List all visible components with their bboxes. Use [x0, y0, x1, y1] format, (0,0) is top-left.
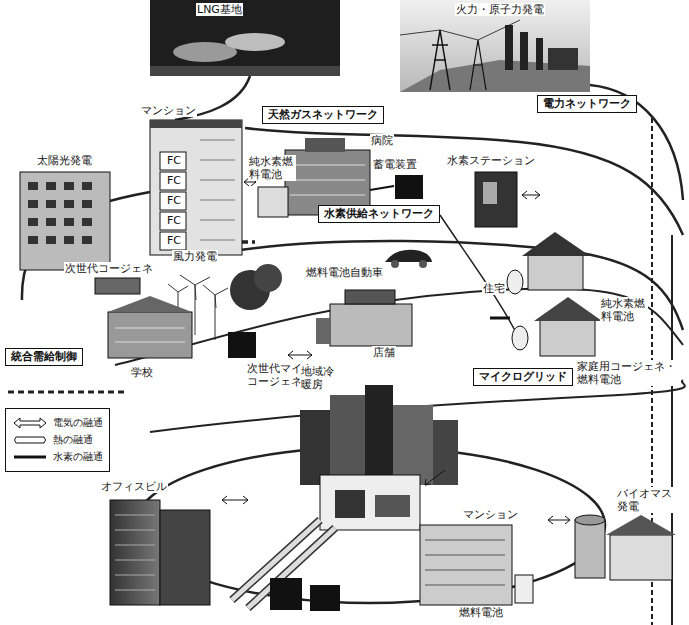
equipment-label: 燃料電池: [458, 606, 504, 619]
box-text: 水素供給ネットワーク: [324, 207, 434, 221]
vehicle-label: 燃料電池自動車: [305, 266, 384, 279]
legend-text: 熱の融通: [53, 433, 93, 447]
site-label: LNG基地: [196, 3, 243, 16]
legend-sample: [12, 417, 48, 429]
facility-label: 地域冷暖房: [300, 365, 337, 391]
unit-label: FC: [166, 194, 182, 207]
building-label: 太陽光発電: [36, 154, 93, 167]
legend-row: 電気の融通: [12, 416, 103, 430]
network-box: マイクログリッド: [473, 368, 573, 386]
network-box: 電力ネットワーク: [537, 95, 637, 113]
fuel-cell-car: [385, 250, 432, 268]
bottom-mansion: [420, 525, 533, 605]
building-label: 住宅: [482, 282, 506, 295]
unit-label: FC: [166, 214, 182, 227]
fc-mansion: [150, 120, 242, 255]
biomass-plant: [548, 515, 676, 580]
building-label: 店舗: [372, 346, 396, 359]
equipment-label: 次世代コージェネ: [64, 262, 154, 275]
houses: [490, 232, 602, 356]
legend-row: 水素の融通: [12, 450, 103, 464]
building-label: 学校: [130, 366, 154, 379]
hydrogen-station: [475, 172, 540, 227]
box-text: マイクログリッド: [479, 370, 567, 384]
facility-label: 水素ステーション: [446, 154, 536, 167]
unit-label: FC: [166, 154, 182, 167]
legend: 電気の融通熱の融通水素の融通: [5, 408, 110, 472]
unit-label: FC: [166, 234, 182, 247]
box-text: 天然ガスネットワーク: [268, 108, 378, 122]
site-label: 火力・原子力発電: [455, 3, 545, 16]
network-lines: [8, 76, 685, 625]
unit-label: FC: [166, 174, 182, 187]
shop: [288, 290, 412, 359]
network-box: 統合需給制御: [5, 348, 83, 366]
legend-sample: [12, 434, 48, 446]
facility-label: バイオマス発電: [616, 487, 676, 513]
building-label: マンション: [140, 104, 197, 117]
equipment-label: 家庭用コージェネ・燃料電池: [576, 360, 680, 386]
equipment-label: 純水素燃料電池: [600, 297, 648, 323]
legend-sample: [12, 451, 48, 463]
facility-label: 風力発電: [172, 250, 218, 263]
legend-text: 電気の融通: [53, 416, 103, 430]
legend-text: 水素の融通: [53, 450, 103, 464]
equipment-label: 純水素燃料電池: [248, 155, 296, 181]
lng-photo: [150, 0, 340, 76]
network-box: 水素供給ネットワーク: [318, 205, 440, 223]
box-text: 電力ネットワーク: [543, 97, 631, 111]
building-label: オフィスビル: [100, 480, 168, 493]
network-box: 天然ガスネットワーク: [262, 106, 384, 124]
solar-building: [20, 172, 140, 294]
office-building: [110, 496, 340, 611]
power-plant-photo: [400, 0, 590, 92]
equipment-label: 蓄電装置: [372, 158, 418, 171]
building-label: 病院: [370, 134, 394, 147]
building-label: マンション: [462, 508, 519, 521]
box-text: 統合需給制御: [11, 350, 77, 364]
school: [108, 296, 192, 358]
legend-row: 熱の融通: [12, 433, 103, 447]
